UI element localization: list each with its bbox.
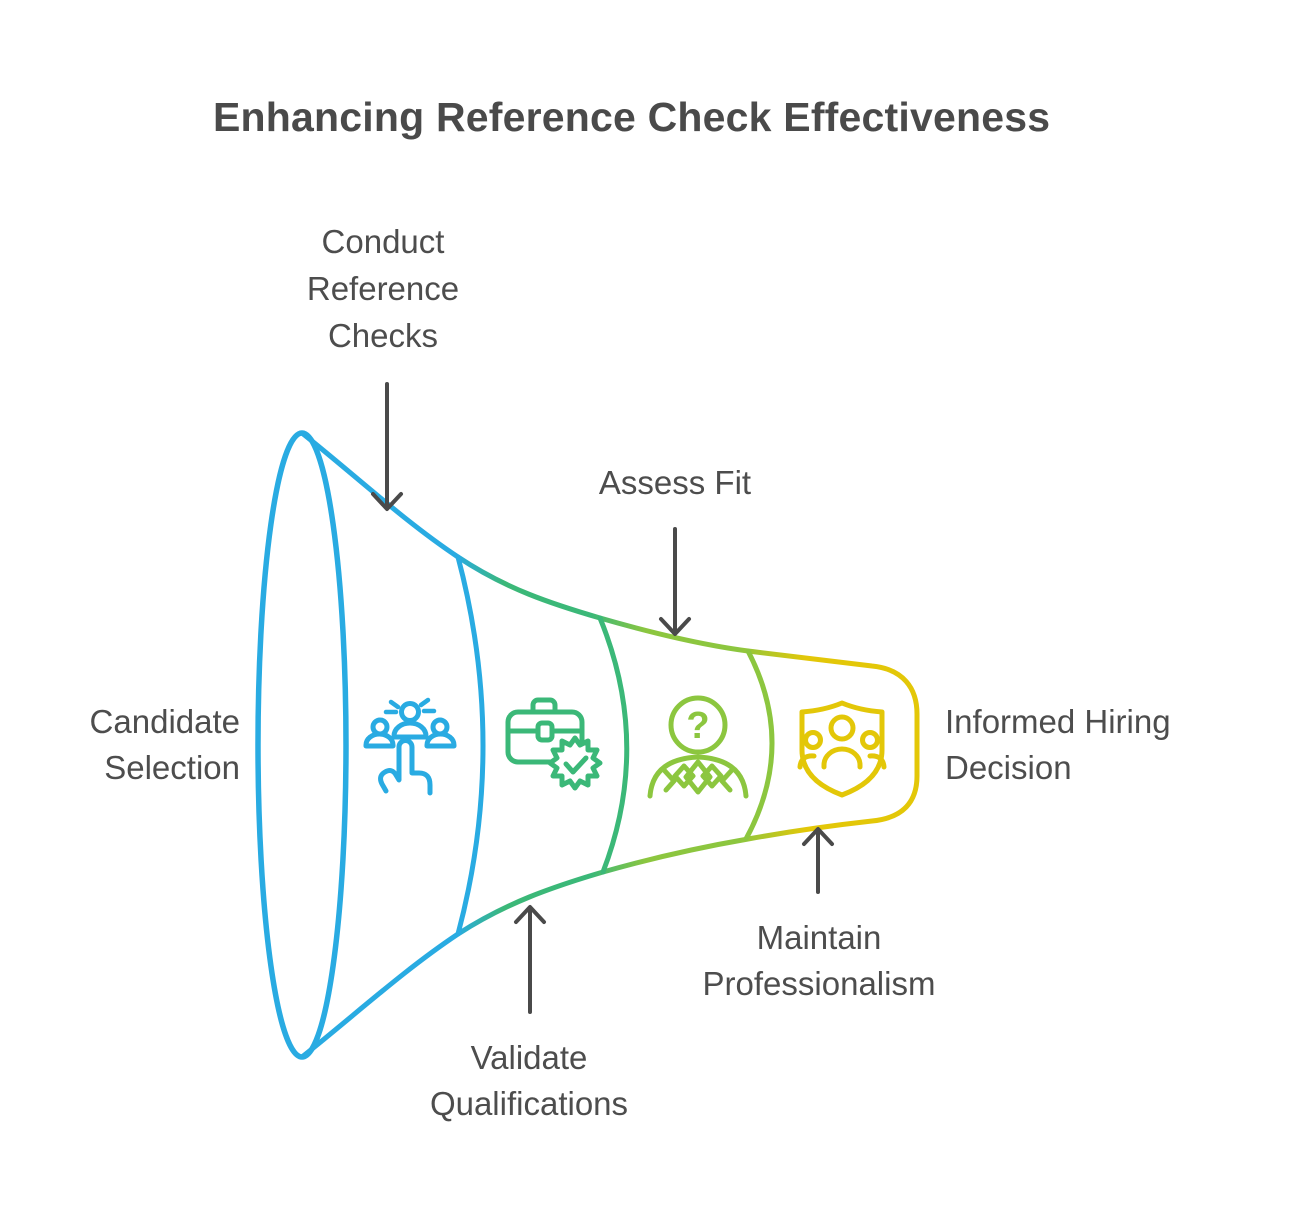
question-glyph: ? [686, 705, 709, 747]
divider-stage-3 [743, 648, 775, 842]
funnel-mouth-ellipse [255, 430, 349, 1060]
annotation-line: Validate [470, 1039, 588, 1076]
annotation-line: Qualifications [429, 1085, 629, 1122]
arrow-assess-fit [659, 527, 691, 636]
annotation-assess-fit: Assess Fit [525, 460, 825, 506]
arrow-validate-qualifications [514, 905, 546, 1014]
person-question-icon: ? [647, 695, 749, 799]
annotation-conduct-reference-checks: Conduct Reference Checks [233, 218, 533, 359]
briefcase-check-icon [505, 697, 603, 791]
annotation-line: Reference [306, 270, 460, 307]
annotation-line: Professionalism [702, 965, 936, 1002]
page-title: Enhancing Reference Check Effectiveness [213, 94, 1051, 140]
annotation-line: Maintain [756, 919, 882, 956]
annotation-line: Conduct [321, 223, 445, 260]
people-selection-icon [363, 697, 457, 796]
annotation-validate-qualifications: Validate Qualifications [369, 1035, 689, 1127]
annotation-line: Selection [104, 749, 240, 786]
annotation-candidate-selection: Candidate Selection [20, 699, 240, 791]
annotation-maintain-professionalism: Maintain Professionalism [654, 915, 984, 1007]
annotation-line: Decision [945, 749, 1072, 786]
arrow-maintain-professionalism [802, 827, 834, 894]
annotation-line: Informed Hiring [945, 703, 1171, 740]
annotation-line: Checks [327, 317, 439, 354]
annotation-informed-hiring-decision: Informed Hiring Decision [945, 699, 1285, 791]
annotation-line: Candidate [89, 703, 240, 740]
divider-stage-2 [597, 615, 630, 875]
divider-stage-1 [455, 554, 486, 937]
arrow-conduct-reference-checks [371, 382, 403, 511]
shield-team-icon [797, 700, 887, 798]
funnel-body-outline [299, 430, 920, 1060]
annotation-line: Assess Fit [598, 464, 752, 501]
